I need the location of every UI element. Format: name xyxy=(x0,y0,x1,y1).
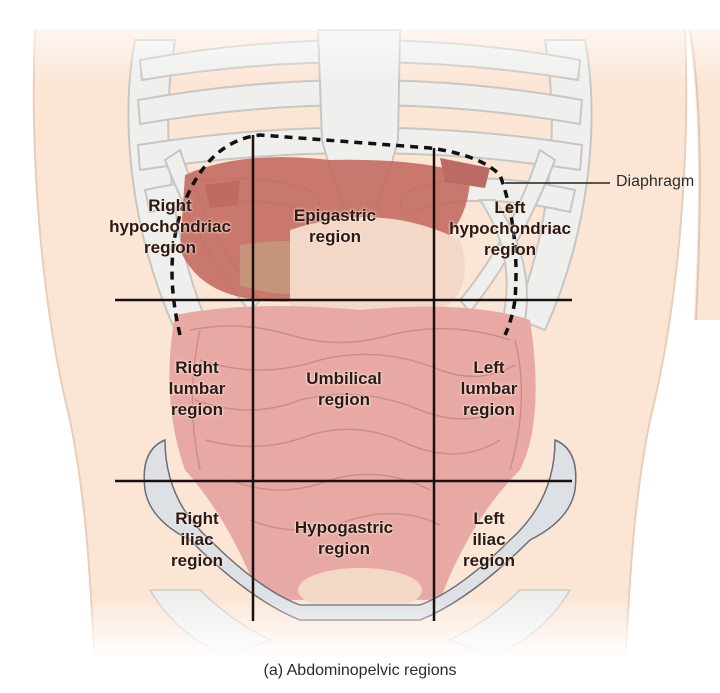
diaphragm-outline xyxy=(170,133,518,336)
label-hypogastric: Hypogastric region xyxy=(295,517,393,559)
label-line: iliac xyxy=(472,530,506,549)
label-line: Right xyxy=(175,358,219,377)
label-line: region xyxy=(463,551,515,570)
label-right-lumbar: Right lumbar region xyxy=(169,357,226,420)
label-line: region xyxy=(171,551,223,570)
label-left-iliac: Left iliac region xyxy=(463,508,515,571)
label-line: Umbilical xyxy=(306,369,382,388)
label-line: region xyxy=(144,238,196,257)
region-grid xyxy=(115,135,572,621)
label-line: region xyxy=(484,240,536,259)
label-line: region xyxy=(463,400,515,419)
label-line: lumbar xyxy=(460,379,518,398)
label-umbilical: Umbilical region xyxy=(306,368,382,410)
label-line: iliac xyxy=(180,530,214,549)
label-line: Right xyxy=(148,196,192,215)
label-line: Epigastric xyxy=(293,206,377,225)
label-line: region xyxy=(171,400,223,419)
label-right-iliac: Right iliac region xyxy=(171,508,223,571)
label-line: region xyxy=(318,390,370,409)
label-line: Hypogastric xyxy=(294,518,394,537)
label-left-lumbar: Left lumbar region xyxy=(461,357,518,420)
label-line: Left xyxy=(494,198,526,217)
label-line: Left xyxy=(473,358,505,377)
label-line: lumbar xyxy=(168,379,226,398)
callout-diaphragm: Diaphragm xyxy=(616,173,695,190)
label-line: region xyxy=(318,539,370,558)
label-line: hypochondriac xyxy=(449,219,571,238)
label-line: Left xyxy=(473,509,505,528)
label-line: region xyxy=(309,227,361,246)
label-epigastric: Epigastric region xyxy=(294,205,376,247)
figure-caption: (a) Abdominopelvic regions xyxy=(263,662,457,679)
label-line: hypochondriac xyxy=(109,217,231,236)
label-right-hypochondriac: Right hypochondriac region xyxy=(109,195,231,258)
label-left-hypochondriac: Left hypochondriac region xyxy=(449,197,571,260)
label-line: Right xyxy=(175,509,219,528)
